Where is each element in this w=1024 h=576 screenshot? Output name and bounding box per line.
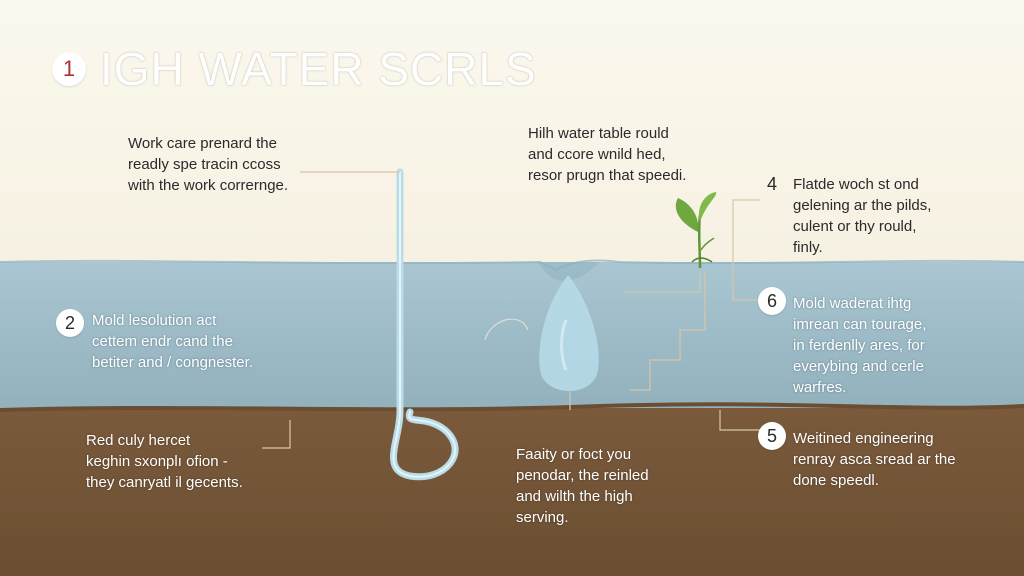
- caption-line: betiter and / congnester.: [92, 354, 253, 371]
- caption-line: serving.: [516, 509, 569, 526]
- caption-water-left: Mold lesolution act cettem endr cand the…: [92, 310, 253, 373]
- leader-stair: [630, 272, 706, 391]
- caption-line: Mold lesolution act: [92, 312, 217, 329]
- caption-water-right: Mold waderat ihtg imrean can tourage, in…: [793, 293, 926, 398]
- caption-line: Hilh water table rould: [528, 125, 669, 142]
- step-number: 2: [64, 312, 75, 333]
- caption-top-right: Flatde woch st ond gelening ar the pilds…: [793, 174, 931, 258]
- caption-line: Flatde woch st ond: [793, 176, 919, 193]
- caption-line: done speedl.: [793, 472, 879, 489]
- droplet-highlight: [560, 319, 568, 371]
- water-droplet: [539, 275, 599, 391]
- step-number: 4: [766, 173, 777, 194]
- well-dip: [538, 262, 600, 281]
- caption-line: readly spe tracin ccoss: [128, 156, 281, 173]
- step-badge-2: 2: [56, 309, 84, 337]
- leader-droplet: [569, 272, 701, 410]
- caption-line: in ferdenlly ares, for: [793, 337, 925, 354]
- step-badge-4: 4: [758, 170, 786, 198]
- caption-line: penodar, the reinled: [516, 467, 649, 484]
- caption-line: they canryatl il gecents.: [86, 474, 243, 491]
- title-number-badge: 1: [52, 52, 86, 86]
- caption-top-center: Hilh water table rould and ccore wnild h…: [528, 123, 686, 186]
- plant-sprout: [675, 192, 717, 269]
- diagram-title: IGH WATER SCRLS: [100, 43, 537, 95]
- caption-line: Red culy hercet: [86, 432, 191, 449]
- step-number: 5: [766, 425, 777, 446]
- soil-layer: [0, 408, 1024, 576]
- caption-line: warfres.: [793, 379, 847, 396]
- caption-line: renray asca sread ar the: [793, 451, 956, 468]
- caption-line: imrean can tourage,: [793, 316, 927, 333]
- caption-line: Mold waderat ihtg: [793, 295, 912, 312]
- leader-right-top: [732, 199, 760, 300]
- caption-line: finly.: [793, 239, 823, 256]
- caption-line: and wilth the high: [516, 488, 633, 505]
- caption-soil-center: Faaity or foct you penodar, the reinled …: [516, 444, 649, 528]
- step-number: 6: [766, 290, 777, 311]
- leader-right-soil: [719, 410, 760, 431]
- caption-line: Faaity or foct you: [516, 446, 632, 463]
- water-surface-line: [0, 259, 1024, 272]
- leader-soil-left: [262, 420, 291, 449]
- soil-surface-line: [0, 402, 1024, 412]
- caption-line: culent or thy rould,: [793, 218, 917, 235]
- step-badge-5: 5: [758, 422, 786, 450]
- caption-soil-left: Red culy hercet keghin sxonplı ofion - t…: [86, 430, 243, 493]
- pipe-loop-inner: [392, 171, 457, 478]
- caption-line: and ccore wnild hed,: [528, 146, 666, 163]
- caption-line: with the work corrernge.: [128, 177, 289, 194]
- caption-line: Weitined engineering: [793, 430, 934, 447]
- caption-line: resor prugn that speedi.: [528, 167, 687, 184]
- caption-line: Work care prenard the: [128, 135, 277, 152]
- title-number: 1: [62, 56, 76, 81]
- caption-line: everybing and cerle: [793, 358, 924, 375]
- sky-background: [0, 0, 1024, 262]
- caption-top-left: Work care prenard the readly spe tracin …: [128, 133, 288, 196]
- caption-line: gelening ar the pilds,: [793, 197, 932, 214]
- caption-line: cettem endr cand the: [92, 333, 233, 350]
- water-layer: [0, 262, 1024, 410]
- step-badge-6: 6: [758, 287, 786, 315]
- water-connector: [484, 318, 529, 341]
- caption-line: keghin sxonplı ofion -: [86, 453, 228, 470]
- caption-soil-right: Weitined engineering renray asca sread a…: [793, 428, 956, 491]
